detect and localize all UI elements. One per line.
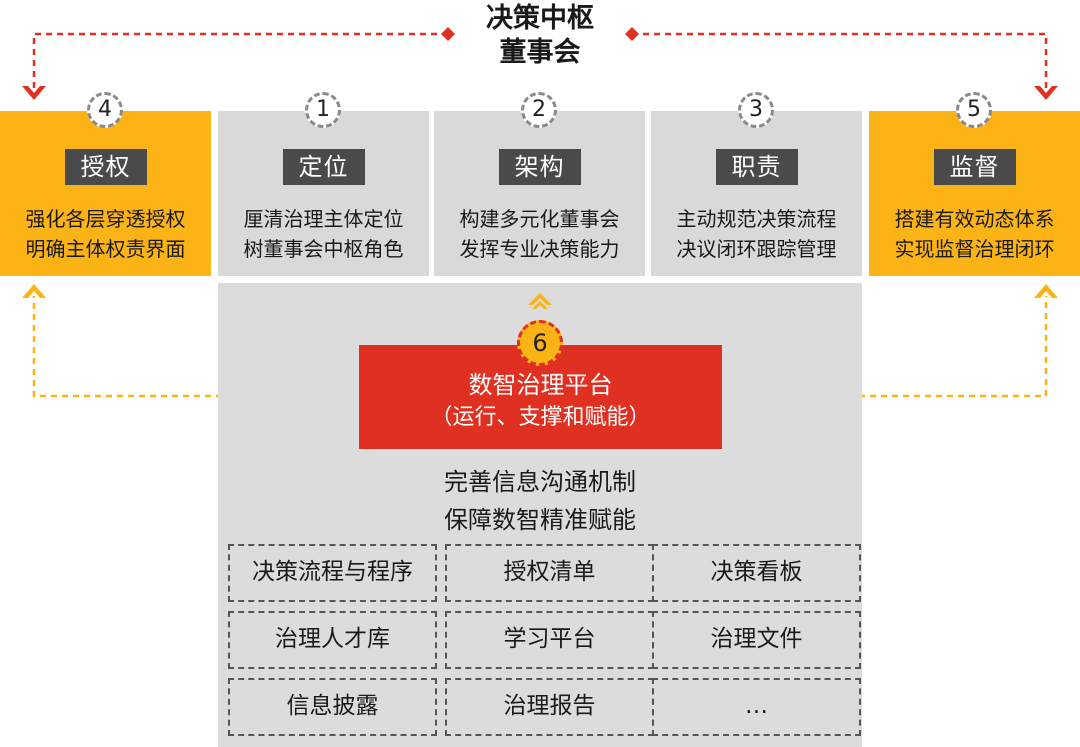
- card-line1: 搭建有效动态体系: [894, 207, 1055, 231]
- number-badge-2: 2: [521, 92, 557, 128]
- number-badge-3: 3: [738, 92, 774, 128]
- card-line1: 厘清治理主体定位: [243, 207, 404, 231]
- card-line1: 主动规范决策流程: [676, 207, 837, 231]
- red-connectors: [32, 32, 1048, 90]
- module-information-disclosure: 信息披露: [228, 678, 437, 736]
- module-learning-platform: 学习平台: [445, 611, 654, 669]
- card-supervision: 监督 搭建有效动态体系 实现监督治理闭环: [869, 111, 1080, 276]
- card-line1: 构建多元化董事会: [459, 207, 620, 231]
- title-line2: 董事会: [499, 37, 581, 68]
- number-badge-5: 5: [956, 92, 992, 128]
- card-line2: 发挥专业决策能力: [459, 237, 620, 261]
- card-line2: 决议闭环跟踪管理: [676, 237, 837, 261]
- card-tag: 架构: [498, 149, 581, 185]
- module-decision-dashboard: 决策看板: [652, 544, 861, 602]
- module-governance-reports: 治理报告: [445, 678, 654, 736]
- card-tag: 职责: [715, 149, 798, 185]
- module-more: …: [652, 678, 861, 736]
- card-structure: 架构 构建多元化董事会 发挥专业决策能力: [434, 111, 645, 276]
- module-talent-pool: 治理人才库: [228, 611, 437, 669]
- title-line1: 决策中枢: [486, 3, 594, 34]
- decision-hub-title: 决策中枢 董事会: [440, 2, 640, 70]
- card-positioning: 定位 厘清治理主体定位 树董事会中枢角色: [218, 111, 429, 276]
- support-line1: 完善信息沟通机制: [444, 468, 636, 496]
- card-line2: 树董事会中枢角色: [243, 237, 404, 261]
- card-responsibilities: 职责 主动规范决策流程 决议闭环跟踪管理: [651, 111, 862, 276]
- up-chevron-icon: [528, 293, 552, 309]
- card-line2: 实现监督治理闭环: [894, 237, 1055, 261]
- digital-governance-platform: 数智治理平台 （运行、支撑和赋能）: [359, 345, 722, 449]
- module-authorization-list: 授权清单: [445, 544, 654, 602]
- support-line2: 保障数智精准赋能: [444, 506, 636, 534]
- card-line2: 明确主体权责界面: [25, 237, 186, 261]
- card-tag: 授权: [64, 149, 147, 185]
- number-badge-4: 4: [87, 92, 123, 128]
- card-tag: 监督: [933, 149, 1016, 185]
- platform-subtitle: （运行、支撑和赋能）: [430, 405, 651, 430]
- card-line1: 强化各层穿透授权: [25, 207, 186, 231]
- card-authorization: 授权 强化各层穿透授权 明确主体权责界面: [0, 111, 211, 276]
- number-badge-1: 1: [305, 92, 341, 128]
- card-tag: 定位: [282, 149, 365, 185]
- platform-title: 数智治理平台: [468, 371, 613, 399]
- module-decision-process: 决策流程与程序: [228, 544, 437, 602]
- module-governance-documents: 治理文件: [652, 611, 861, 669]
- red-arrow-markers: [22, 27, 1058, 100]
- number-badge-6: 6: [517, 320, 563, 366]
